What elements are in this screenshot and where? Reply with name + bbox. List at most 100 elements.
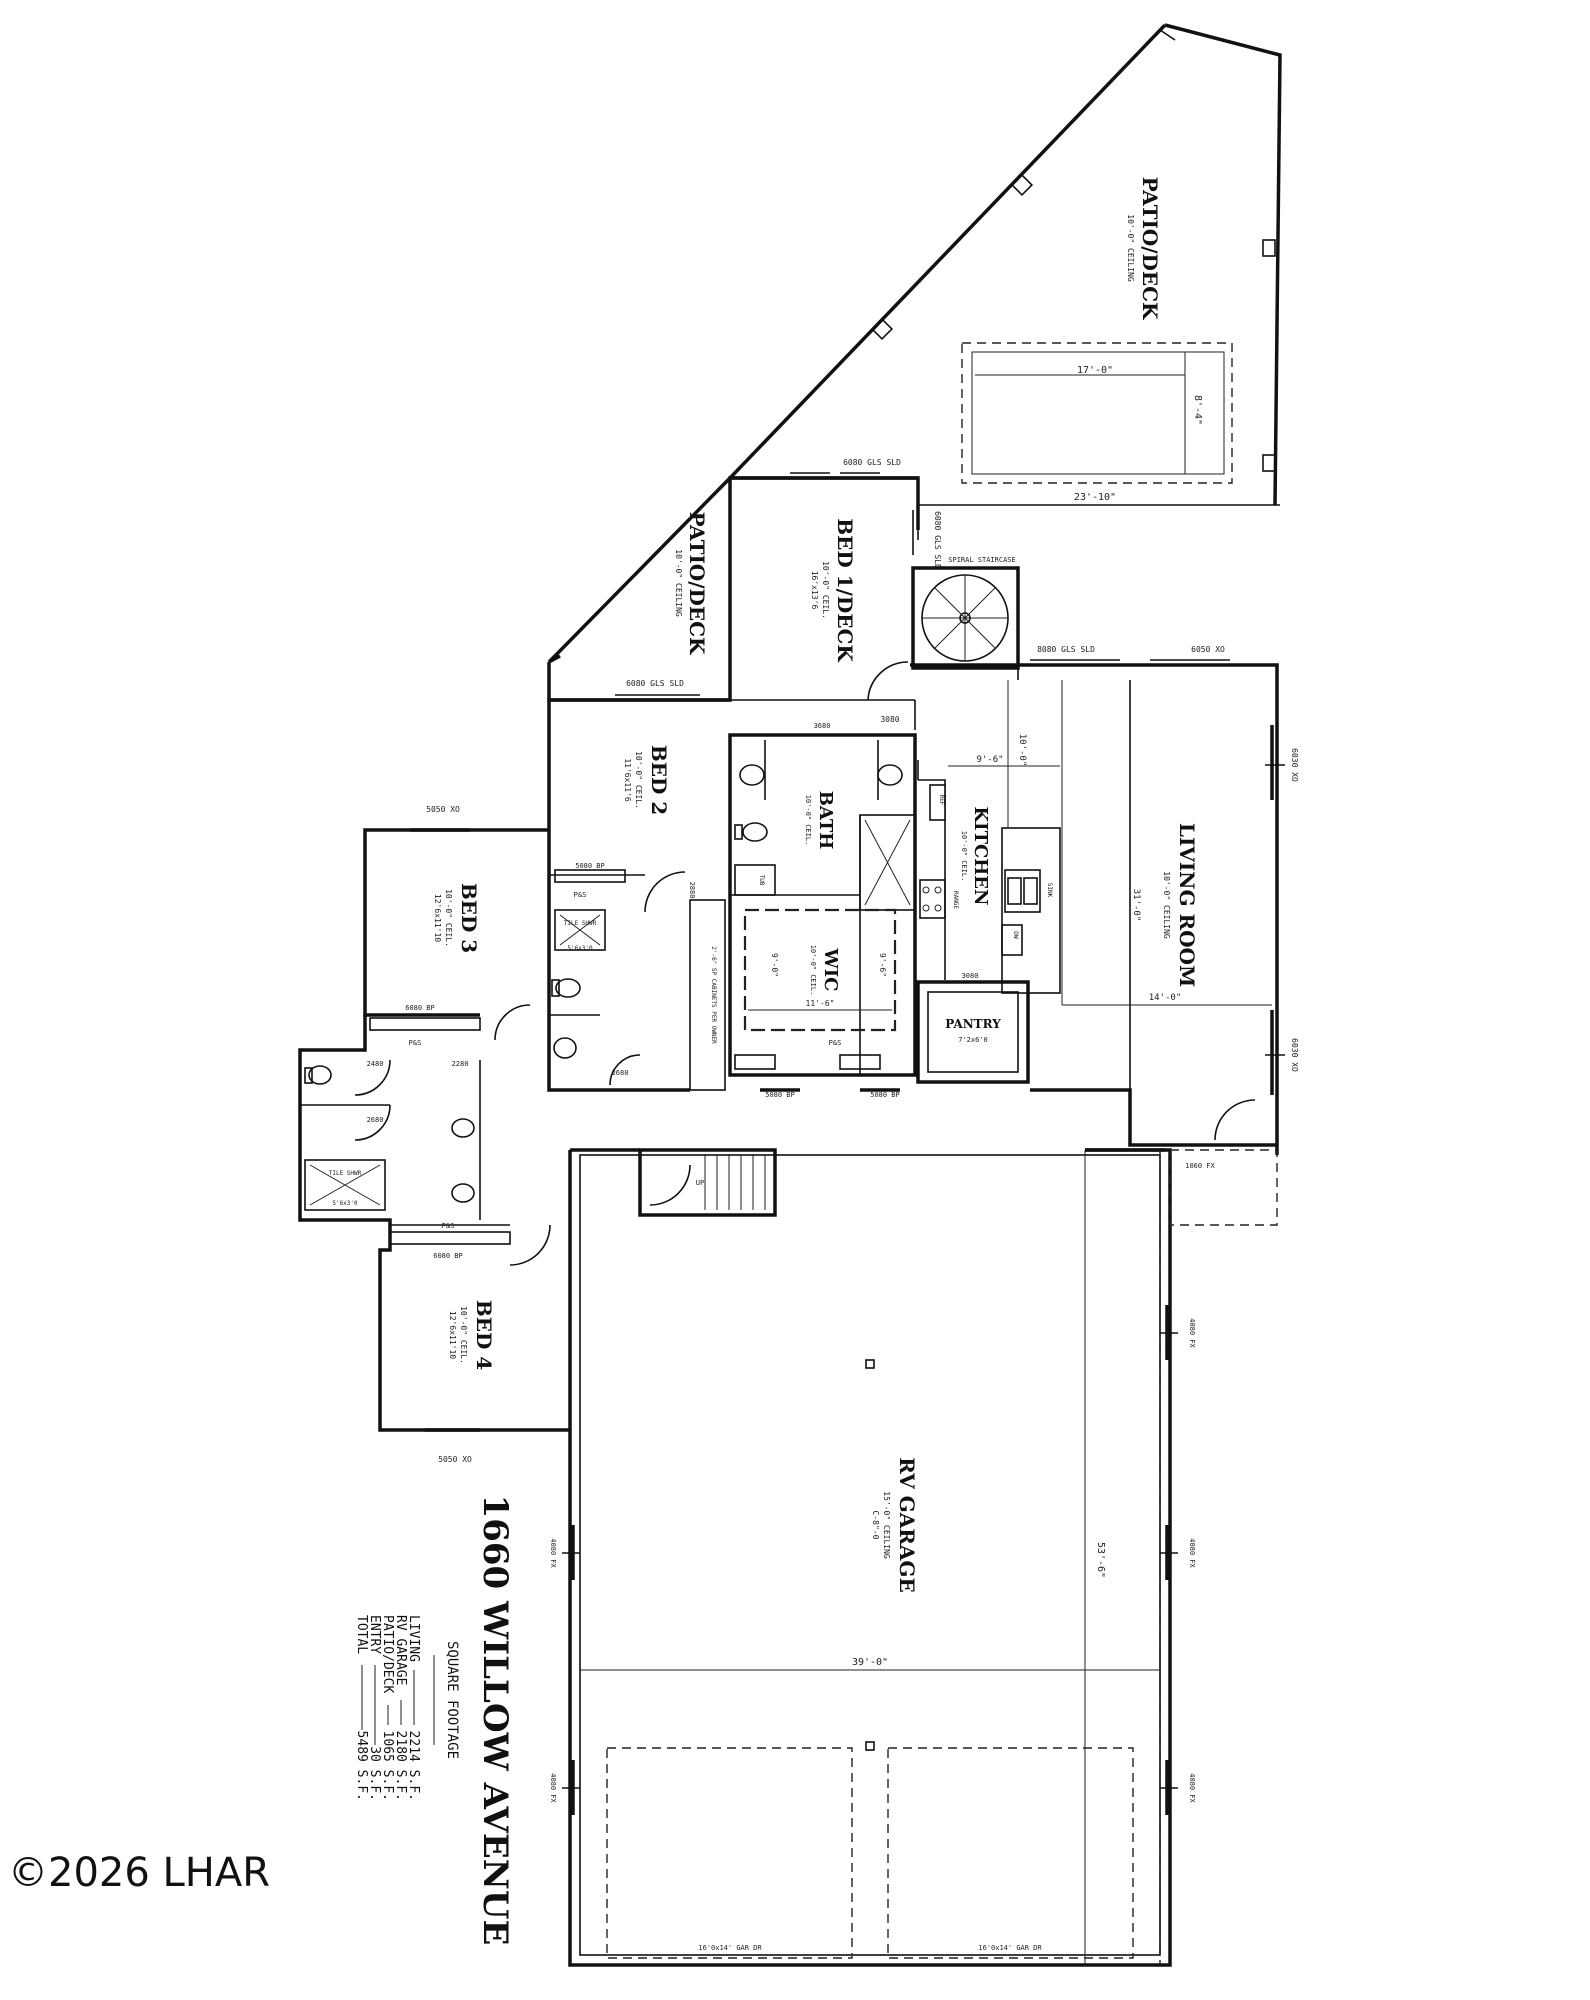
room-sub-kitchen: 10'-0" CEIL. <box>960 831 968 882</box>
label-bp-bed2: 5080 BP <box>575 862 605 870</box>
label-shwr-size-2: 5'6x3'0 <box>332 1200 358 1207</box>
label-xo-living-r2: 6030 XO <box>1290 1038 1299 1072</box>
kitchen-cabinets <box>917 760 1061 994</box>
garage-entry-stairs <box>638 1148 777 1217</box>
label-ref: REF <box>938 795 945 806</box>
dim-living-depth: 31'-0" <box>1131 889 1141 922</box>
dim-pool-length: 17'-0" <box>1077 365 1113 376</box>
sf-row-rv-label: RV GARAGE <box>393 1615 408 1685</box>
room-sub-rv-garage-extra: C-8"-0 <box>871 1511 880 1540</box>
label-xo-living-r1: 6030 XO <box>1290 748 1299 782</box>
label-cabinets: 2'-6" SP CABINETS PER OWNER <box>710 946 717 1044</box>
label-sink: SINK <box>1046 883 1053 898</box>
pool-outline <box>961 342 1233 484</box>
room-sub-bed1-ceiling: 10'-0" CEIL. <box>821 561 830 619</box>
label-fx-5: 4080 FX <box>549 1773 557 1803</box>
label-ps-bed3: P&S <box>409 1039 422 1047</box>
room-sub-patio-deck-1: 10'-0" CEILING <box>1126 214 1135 282</box>
label-fx-4: 4080 FX <box>549 1538 557 1568</box>
sf-row-entry-label: ENTRY <box>367 1615 382 1654</box>
label-bp-bed3: 6080 BP <box>405 1004 435 1012</box>
living-kitchen-walls <box>1017 659 1285 1150</box>
label-tub: TUB <box>758 875 765 886</box>
label-door-pantry: 3080 <box>962 972 979 980</box>
room-label-pantry: PANTRY <box>945 1017 1001 1031</box>
label-bp-bed4: 6080 BP <box>433 1252 463 1260</box>
room-sub-bed2-ceiling: 10'-0" CEIL. <box>634 751 643 809</box>
label-gar-door-2: 16'0x14' GAR DR <box>978 1944 1042 1952</box>
label-door-2480: 2480 <box>367 1060 384 1068</box>
hall-bath <box>300 1059 481 1220</box>
label-sld-living: 8080 GLS SLD <box>1037 645 1095 654</box>
sf-row-entry-value: 30 S.F. <box>367 1746 382 1801</box>
bed4-walls <box>389 1224 551 1432</box>
sf-row-patio-value: 1065 S.F. <box>380 1731 395 1801</box>
label-bp-wic-2: 5080 BP <box>870 1091 900 1099</box>
room-sub-rv-garage-ceiling: 15'-0" CEILING <box>882 1491 891 1559</box>
sf-row-total-label: TOTAL <box>354 1615 369 1654</box>
room-sub-pantry: 7'2x6'0 <box>958 1036 988 1044</box>
label-ps-bed4: P&S <box>442 1222 455 1230</box>
dim-garage-width: 39'-0" <box>852 1657 888 1668</box>
room-label-bed3: BED 3 <box>457 883 481 953</box>
label-dw: DW <box>1012 931 1019 939</box>
bed3-walls <box>365 828 531 1041</box>
dim-wic-depth-2: 9'-6" <box>878 953 887 977</box>
label-fx-3: 4080 FX <box>1188 1773 1196 1803</box>
label-xo-bed4: 5050 XO <box>438 1455 472 1464</box>
label-sld-bed1-top: 6080 GLS SLD <box>843 458 901 467</box>
room-sub-wic: 10'-0" CEIL. <box>809 945 817 996</box>
room-label-patio-deck-2: PATIO/DECK <box>685 512 709 655</box>
room-label-bath: BATH <box>815 791 836 850</box>
exterior-walls <box>298 23 1282 1967</box>
room-label-bed2: BED 2 <box>647 745 671 815</box>
dim-pool-width: 8'-4" <box>1192 395 1203 425</box>
label-bp-wic-1: 5080 BP <box>765 1091 795 1099</box>
dim-kitchen-depth: 10'-0" <box>1017 734 1027 767</box>
dim-garage-depth: 53'-6" <box>1095 1542 1106 1578</box>
room-label-rv-garage: RV GARAGE <box>895 1457 919 1592</box>
bed1-walls <box>730 472 919 730</box>
label-tile-shwr: TILE SHWR <box>564 920 597 927</box>
label-xo-living-top: 6050 XO <box>1191 645 1225 654</box>
label-door-2880: 2880 <box>688 882 696 899</box>
room-sub-bed3-size: 12'6x11'10 <box>433 894 442 942</box>
sf-row-living-value: 2214 S.F. <box>406 1731 421 1801</box>
room-label-bed4: BED 4 <box>472 1300 496 1370</box>
rv-garage <box>562 1150 1178 1965</box>
dim-deck-width: 23'-10" <box>1074 492 1116 503</box>
room-sub-bed1-size: 16'x13'6 <box>810 571 819 610</box>
label-ps-wic: P&S <box>829 1039 842 1047</box>
label-shwr-size: 5'6x3'0 <box>567 945 593 952</box>
room-sub-patio-deck-2: 10'-0" CEILING <box>674 549 683 617</box>
sf-row-living-label: LIVING <box>406 1615 421 1662</box>
square-footage-table: SQUARE FOOTAGE LIVING 2214 S.F. RV GARAG… <box>354 1615 460 1801</box>
room-label-patio-deck-1: PATIO/DECK <box>1138 177 1162 320</box>
label-tile-shwr-2: TILE SHWR <box>329 1170 362 1177</box>
dim-kitchen-width: 9'-6" <box>976 755 1003 765</box>
room-label-kitchen: KITCHEN <box>970 807 991 906</box>
label-xo-bed3: 5050 XO <box>426 805 460 814</box>
room-sub-bed4-size: 12'6x11'10 <box>448 1311 457 1359</box>
label-fx-1: 4080 FX <box>1188 1318 1196 1348</box>
label-fx-2: 4080 FX <box>1188 1538 1196 1568</box>
label-door-2280: 2280 <box>452 1060 469 1068</box>
label-up: UP <box>696 1179 704 1187</box>
pantry-walls <box>916 980 1030 1084</box>
sf-row-total-value: 5489 S.F. <box>354 1731 369 1801</box>
sf-row-rv-value: 2180 S.F. <box>393 1731 408 1801</box>
bath2-fixtures <box>549 909 641 1086</box>
room-sub-bed3-ceiling: 10'-0" CEIL. <box>444 889 453 947</box>
dim-living-width: 14'-0" <box>1149 993 1182 1003</box>
room-sub-bed4-ceiling: 10'-0" CEIL. <box>459 1306 468 1364</box>
bed2-walls <box>549 694 730 913</box>
spiral-staircase <box>911 566 1020 670</box>
label-door-2680: 2680 <box>612 1069 629 1077</box>
label-door-3680: 3680 <box>814 722 831 730</box>
room-sub-living: 10'-0" CEILING <box>1162 871 1171 939</box>
plan-title: 1660 WILLOW AVENUE <box>475 1495 515 1946</box>
room-label-bed1: BED 1/DECK <box>833 518 857 662</box>
bath-walls <box>728 733 917 1077</box>
dim-wic-width: 11'-6" <box>806 999 835 1008</box>
